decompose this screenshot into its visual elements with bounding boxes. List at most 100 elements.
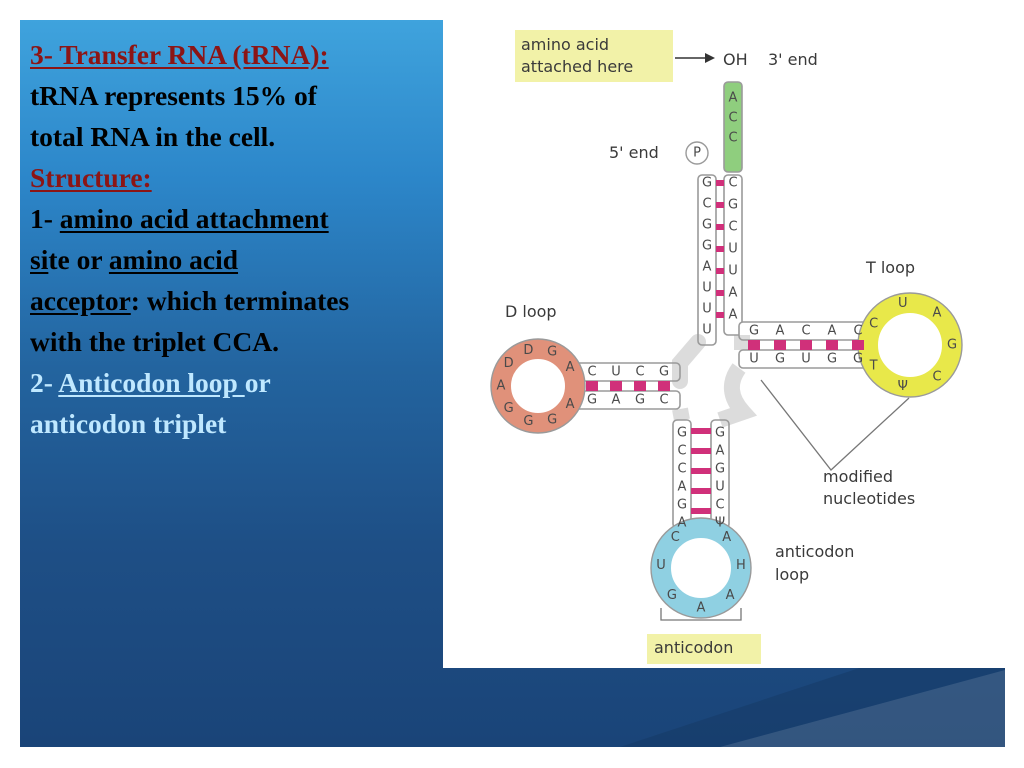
nt-anticodon-stem-right: U bbox=[715, 480, 725, 495]
nt-d-stem-top: C bbox=[635, 365, 644, 380]
nt-acceptor-tail: C bbox=[728, 131, 737, 146]
nt-t-loop: T bbox=[869, 359, 878, 374]
nt-t-stem-top: C bbox=[801, 324, 810, 339]
nt-acceptor-3prime: A bbox=[729, 308, 738, 323]
item-2: 2- Anticodon loop or bbox=[30, 362, 440, 403]
nt-anticodon-stem-right: G bbox=[715, 426, 725, 441]
item-2-connector: or bbox=[245, 367, 271, 398]
label-amino-acid-1: amino acid bbox=[521, 35, 609, 54]
nt-d-loop: G bbox=[547, 413, 557, 428]
slide-text: 3- Transfer RNA (tRNA): tRNA represents … bbox=[30, 34, 440, 444]
nt-d-loop: D bbox=[504, 356, 514, 371]
nt-d-loop: G bbox=[547, 344, 557, 359]
nt-anticodon-loop: H bbox=[736, 558, 746, 573]
base-pair-anticodon-stem bbox=[691, 488, 711, 494]
label-anticodon-loop-2: loop bbox=[775, 565, 809, 584]
base-pair-acceptor bbox=[716, 268, 724, 274]
nt-t-loop: C bbox=[869, 317, 878, 332]
base-pair-acceptor bbox=[716, 180, 724, 186]
nt-anticodon-stem-right: G bbox=[715, 462, 725, 477]
nt-anticodon-stem-left: A bbox=[678, 480, 687, 495]
modified-nucleotides-pointer bbox=[761, 380, 909, 470]
label-anticodon: anticodon bbox=[654, 638, 733, 657]
nt-acceptor-tail: C bbox=[728, 111, 737, 126]
nt-t-loop: C bbox=[932, 370, 941, 385]
label-modified-1: modified bbox=[823, 467, 893, 486]
nt-d-loop: A bbox=[566, 397, 575, 412]
nt-d-stem-top: G bbox=[659, 365, 669, 380]
heading: 3- Transfer RNA (tRNA): bbox=[30, 34, 440, 75]
nt-t-loop: Ψ bbox=[898, 379, 908, 394]
nt-t-loop: U bbox=[898, 296, 908, 311]
nt-anticodon-stem-left: G bbox=[677, 426, 687, 441]
nt-t-stem-bottom: U bbox=[749, 352, 759, 367]
nt-acceptor-5prime: C bbox=[702, 197, 711, 212]
heading-text: 3- Transfer RNA (tRNA): bbox=[30, 39, 329, 70]
base-pair-t-stem bbox=[852, 340, 864, 350]
nt-acceptor-5prime: G bbox=[702, 218, 712, 233]
structure-label: Structure: bbox=[30, 157, 440, 198]
nt-anticodon-stem-right: A bbox=[716, 444, 725, 459]
nt-t-loop: A bbox=[933, 305, 942, 320]
nt-t-stem-top: G bbox=[749, 324, 759, 339]
base-pair-anticodon-stem bbox=[691, 448, 711, 454]
base-pair-acceptor bbox=[716, 290, 724, 296]
nt-anticodon-loop: A bbox=[722, 530, 731, 545]
base-pair-acceptor bbox=[716, 312, 724, 318]
base-pair-d-stem bbox=[610, 381, 622, 391]
item-1-number: 1- bbox=[30, 203, 60, 234]
nt-anticodon-loop: U bbox=[656, 558, 666, 573]
nt-acceptor-3prime: G bbox=[728, 198, 738, 213]
nt-anticodon-loop: A bbox=[697, 601, 706, 616]
nt-anticodon-stem-right: Ψ bbox=[715, 516, 725, 531]
label-t-loop: T loop bbox=[865, 258, 915, 277]
base-pair-d-stem bbox=[586, 381, 598, 391]
nt-anticodon-loop: A bbox=[726, 588, 735, 603]
nt-acceptor-5prime: G bbox=[702, 176, 712, 191]
item-1-term2b: acceptor bbox=[30, 285, 131, 316]
nt-acceptor-5prime: G bbox=[702, 239, 712, 254]
nt-acceptor-3prime: C bbox=[728, 220, 737, 235]
base-pair-anticodon-stem bbox=[691, 468, 711, 474]
nt-t-stem-top: C bbox=[853, 324, 862, 339]
nt-t-stem-bottom: G bbox=[775, 352, 785, 367]
nt-acceptor-5prime: U bbox=[702, 302, 712, 317]
nt-t-stem-bottom: G bbox=[827, 352, 837, 367]
base-pair-t-stem bbox=[748, 340, 760, 350]
item-1: 1- amino acid attachment bbox=[30, 198, 440, 239]
label-5-prime-end: 5' end bbox=[609, 143, 659, 162]
label-3-prime-end: 3' end bbox=[768, 50, 818, 69]
item-2-line-2: anticodon triplet bbox=[30, 403, 440, 444]
item-1-line-2: site or amino acid bbox=[30, 239, 440, 280]
base-pair-d-stem bbox=[634, 381, 646, 391]
nt-acceptor-3prime: U bbox=[728, 264, 738, 279]
label-d-loop: D loop bbox=[505, 302, 557, 321]
base-pair-acceptor bbox=[716, 224, 724, 230]
nt-anticodon-loop: C bbox=[671, 530, 680, 545]
base-pair-acceptor bbox=[716, 202, 724, 208]
nt-d-loop: A bbox=[566, 360, 575, 375]
connector-d-anticodon bbox=[680, 409, 682, 420]
base-pair-t-stem bbox=[800, 340, 812, 350]
nt-d-stem-top: U bbox=[611, 365, 621, 380]
nt-acceptor-3prime: C bbox=[728, 176, 737, 191]
nt-d-stem-bottom: A bbox=[612, 393, 621, 408]
nt-d-stem-bottom: G bbox=[635, 393, 645, 408]
item-1-line-4: with the triplet CCA. bbox=[30, 321, 440, 362]
variable-loop bbox=[720, 368, 743, 420]
item-1-rest-a: : which terminates bbox=[131, 285, 349, 316]
item-1-term1b: si bbox=[30, 244, 48, 275]
nt-acceptor-5prime: U bbox=[702, 323, 712, 338]
nt-acceptor-5prime: U bbox=[702, 281, 712, 296]
nt-d-stem-bottom: C bbox=[659, 393, 668, 408]
nt-acceptor-5prime: A bbox=[703, 260, 712, 275]
slide: 3- Transfer RNA (tRNA): tRNA represents … bbox=[20, 20, 1005, 747]
nt-t-stem-bottom: G bbox=[853, 352, 863, 367]
nt-d-stem-top: C bbox=[587, 365, 596, 380]
base-pair-acceptor bbox=[716, 246, 724, 252]
nt-d-loop: G bbox=[504, 401, 514, 416]
nt-anticodon-stem-left: C bbox=[677, 462, 686, 477]
nt-t-stem-top: A bbox=[828, 324, 837, 339]
nt-t-loop: G bbox=[947, 338, 957, 353]
